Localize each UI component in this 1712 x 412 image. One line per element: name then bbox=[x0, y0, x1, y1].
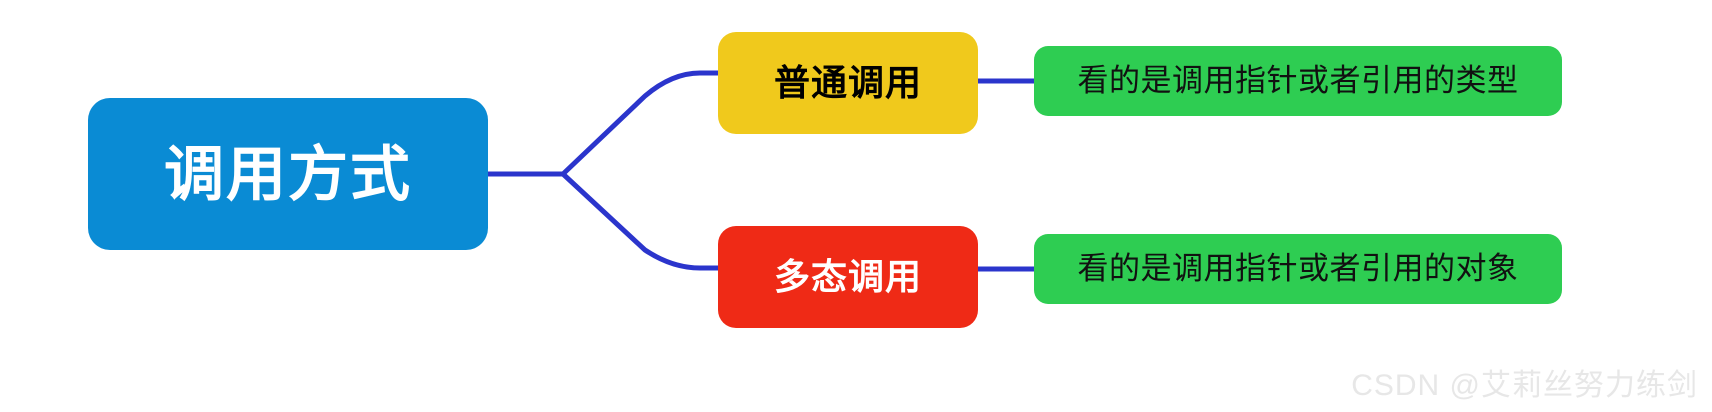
branch-node-polymorphic-call[interactable]: 多态调用 bbox=[718, 226, 978, 328]
leaf-node-polymorphic-call-detail[interactable]: 看的是调用指针或者引用的对象 bbox=[1034, 234, 1562, 304]
connector-root-to-poly-call bbox=[560, 171, 721, 271]
csdn-watermark: CSDN @艾莉丝努力练剑 bbox=[1351, 369, 1698, 402]
connector-root-to-normal-call bbox=[560, 70, 721, 177]
root-node-call-method[interactable]: 调用方式 bbox=[88, 98, 488, 250]
leaf-node-polymorphic-call-label: 看的是调用指针或者引用的对象 bbox=[1077, 250, 1519, 286]
branch-node-polymorphic-call-label: 多态调用 bbox=[773, 256, 922, 298]
branch-node-normal-call[interactable]: 普通调用 bbox=[718, 32, 978, 134]
root-node-label: 调用方式 bbox=[164, 140, 412, 208]
branch-node-normal-call-label: 普通调用 bbox=[773, 62, 922, 104]
leaf-node-normal-call-detail[interactable]: 看的是调用指针或者引用的类型 bbox=[1034, 46, 1562, 116]
leaf-node-normal-call-label: 看的是调用指针或者引用的类型 bbox=[1077, 62, 1519, 98]
